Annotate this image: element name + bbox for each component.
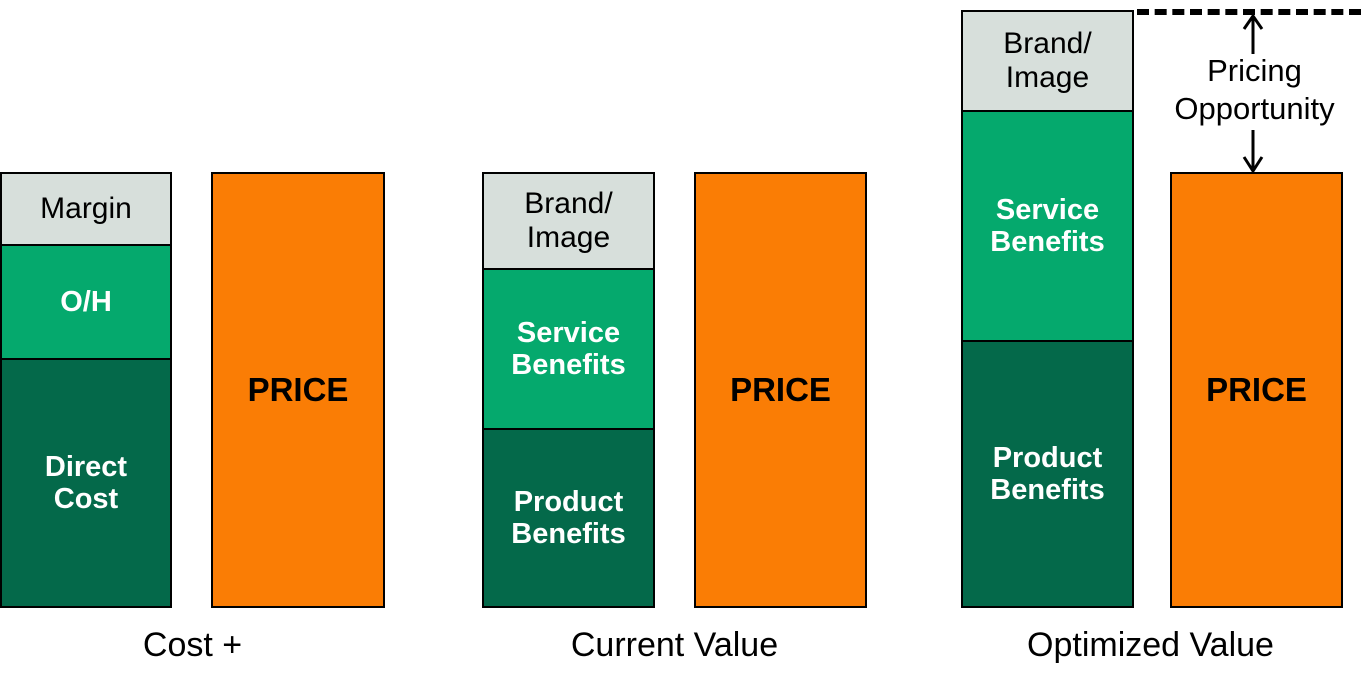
segment-margin: Margin — [0, 172, 172, 246]
price-bar-optimized-value: PRICE — [1170, 172, 1343, 608]
segment-direct-cost: Direct Cost — [0, 358, 172, 608]
reference-dashed-line — [1137, 9, 1361, 15]
segment-brand-image-current: Brand/ Image — [482, 172, 655, 270]
segment-service-benefits-optimized: Service Benefits — [961, 110, 1134, 342]
segment-service-benefits-current: Service Benefits — [482, 268, 655, 430]
price-bar-cost-plus: PRICE — [211, 172, 385, 608]
pricing-opportunity-label: Pricing Opportunity — [1174, 53, 1335, 126]
segment-brand-image-optimized: Brand/ Image — [961, 10, 1134, 112]
up-arrow-icon — [1242, 13, 1264, 54]
caption-current-value: Current Value — [570, 626, 779, 664]
caption-optimized-value: Optimized Value — [1027, 626, 1274, 664]
caption-cost-plus: Cost + — [142, 626, 243, 664]
segment-product-benefits-optimized: Product Benefits — [961, 340, 1134, 608]
down-arrow-icon — [1242, 130, 1264, 174]
price-bar-current-value: PRICE — [694, 172, 867, 608]
segment-product-benefits-current: Product Benefits — [482, 428, 655, 608]
segment-overhead: O/H — [0, 244, 172, 360]
